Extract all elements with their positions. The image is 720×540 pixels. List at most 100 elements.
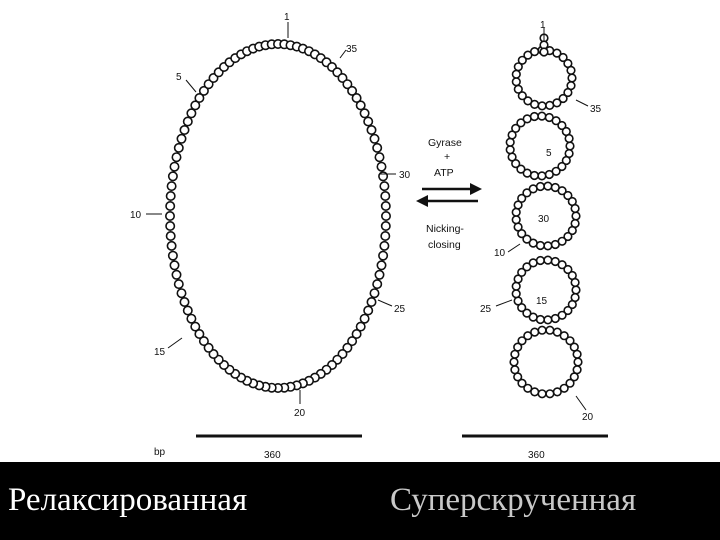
supercoiled-bead bbox=[550, 313, 560, 324]
supercoiled-bead bbox=[561, 155, 571, 166]
supercoiled-bead bbox=[530, 387, 540, 397]
relaxed-bead bbox=[372, 279, 383, 290]
relaxed-bead bbox=[179, 125, 190, 136]
supercoiled-bead bbox=[513, 342, 523, 352]
relaxed-bead bbox=[378, 250, 389, 261]
supercoiled-bead bbox=[557, 260, 567, 270]
supercoiled-bead bbox=[543, 255, 553, 265]
relaxed-bead bbox=[171, 269, 182, 280]
supercoiled-bead bbox=[563, 231, 573, 242]
supercoiled-bead bbox=[535, 181, 546, 192]
relaxed-bead bbox=[190, 100, 201, 111]
arrow-label-atp: ATP bbox=[434, 167, 454, 179]
supercoiled-bead bbox=[537, 325, 547, 335]
relaxed-bead bbox=[165, 231, 176, 242]
supercoiled-bead bbox=[539, 47, 549, 57]
supercoiled-bead bbox=[566, 65, 576, 75]
relaxed-bead bbox=[198, 336, 209, 347]
relaxed-label-30: 30 bbox=[399, 170, 411, 181]
forward-arrow-head bbox=[470, 183, 482, 195]
relaxed-bead bbox=[369, 288, 380, 299]
arrow-label-gyrase: Gyrase bbox=[428, 137, 462, 149]
supercoiled-bead bbox=[511, 207, 521, 217]
relaxed-bead bbox=[173, 142, 184, 153]
supercoiled-bead bbox=[530, 46, 540, 57]
supercoiled-bead bbox=[567, 299, 577, 310]
relaxed-bead bbox=[194, 93, 205, 104]
relaxed-label-35: 35 bbox=[346, 44, 358, 55]
supercoiled-bead bbox=[543, 315, 553, 325]
supercoiled-bead bbox=[523, 331, 533, 341]
supercoiled-bead bbox=[511, 123, 521, 133]
supercoiled-bead bbox=[511, 281, 521, 291]
relaxed-bead bbox=[171, 152, 182, 163]
supercoiled-bead bbox=[511, 77, 521, 87]
relaxed-bead bbox=[363, 116, 374, 127]
supercoiled-bead bbox=[545, 325, 555, 335]
supercoiled-bead bbox=[567, 225, 577, 236]
supercoiled-bead bbox=[543, 181, 553, 191]
supercoiled-bead bbox=[573, 357, 583, 367]
relaxed-bead bbox=[380, 221, 391, 232]
supercoiled-bead bbox=[528, 238, 538, 248]
arrow-label-plus: + bbox=[444, 151, 450, 163]
supercoiled-bead bbox=[558, 93, 568, 104]
supercoiled-bead bbox=[505, 145, 515, 155]
supercoiled-label-35: 35 bbox=[590, 104, 602, 115]
supercoiled-label-30: 30 bbox=[538, 214, 550, 225]
supercoiled-bead bbox=[522, 262, 532, 272]
relaxed-bead bbox=[380, 211, 391, 222]
supercoiled-bead bbox=[516, 164, 526, 174]
supercoiled-label-10: 10 bbox=[494, 248, 506, 259]
caption-bar: Релаксированная Суперскрученная bbox=[0, 462, 720, 540]
relaxed-bead bbox=[372, 142, 383, 153]
relaxed-bead bbox=[166, 240, 177, 251]
supercoiled-bead bbox=[551, 116, 561, 126]
relaxed-bead bbox=[165, 191, 176, 202]
supercoiled-bead bbox=[565, 336, 575, 346]
relaxed-bead bbox=[173, 279, 184, 290]
supercoiled-bead bbox=[522, 188, 532, 198]
supercoiled-bead bbox=[559, 331, 569, 341]
relaxed-bead bbox=[164, 211, 175, 222]
relaxed-bead bbox=[169, 161, 180, 172]
supercoiled-bead bbox=[505, 137, 515, 147]
relaxed-label-20: 20 bbox=[294, 408, 306, 419]
supercoiled-labels bbox=[495, 28, 589, 411]
supercoiled-bead bbox=[558, 52, 568, 63]
supercoiled-bead bbox=[523, 96, 533, 106]
supercoiled-bead bbox=[517, 193, 527, 203]
supercoiled-bead bbox=[517, 55, 527, 65]
relaxed-dna-circle bbox=[164, 38, 391, 393]
supercoiled-bead bbox=[523, 383, 533, 393]
supercoiled-bead bbox=[565, 141, 575, 151]
supercoiled-bead bbox=[511, 289, 521, 299]
figure-svg: 1 35 5 30 10 25 15 20 Gyrase + ATP Nicki… bbox=[130, 12, 608, 461]
relaxed-bead bbox=[380, 191, 391, 202]
relaxed-bead bbox=[359, 313, 370, 324]
supercoiled-bead bbox=[552, 48, 562, 58]
relaxed-bead bbox=[194, 328, 205, 339]
supercoiled-bead bbox=[517, 336, 527, 346]
supercoiled-bead bbox=[507, 152, 517, 162]
supercoiled-bead bbox=[509, 357, 519, 367]
supercoiled-bead bbox=[537, 101, 547, 111]
relaxed-bead bbox=[363, 305, 374, 316]
relaxed-bead bbox=[369, 133, 380, 144]
supercoiled-bead bbox=[557, 161, 567, 172]
supercoiled-bead bbox=[545, 389, 555, 399]
relaxed-bead bbox=[165, 221, 176, 232]
scale-bar-unit: bp bbox=[154, 447, 166, 458]
supercoiled-bead bbox=[565, 378, 575, 388]
supercoiled-bead bbox=[513, 62, 523, 72]
relaxed-bead bbox=[379, 240, 390, 251]
supercoiled-bead bbox=[557, 120, 567, 131]
supercoiled-bead bbox=[513, 222, 523, 232]
supercoiled-bead bbox=[563, 190, 573, 201]
relaxed-bead bbox=[376, 260, 387, 271]
supercoiled-bead bbox=[511, 69, 521, 79]
relaxed-bead bbox=[378, 171, 389, 182]
supercoiled-bead bbox=[563, 305, 573, 316]
supercoiled-bead bbox=[557, 186, 567, 196]
supercoiled-bead bbox=[522, 234, 532, 244]
